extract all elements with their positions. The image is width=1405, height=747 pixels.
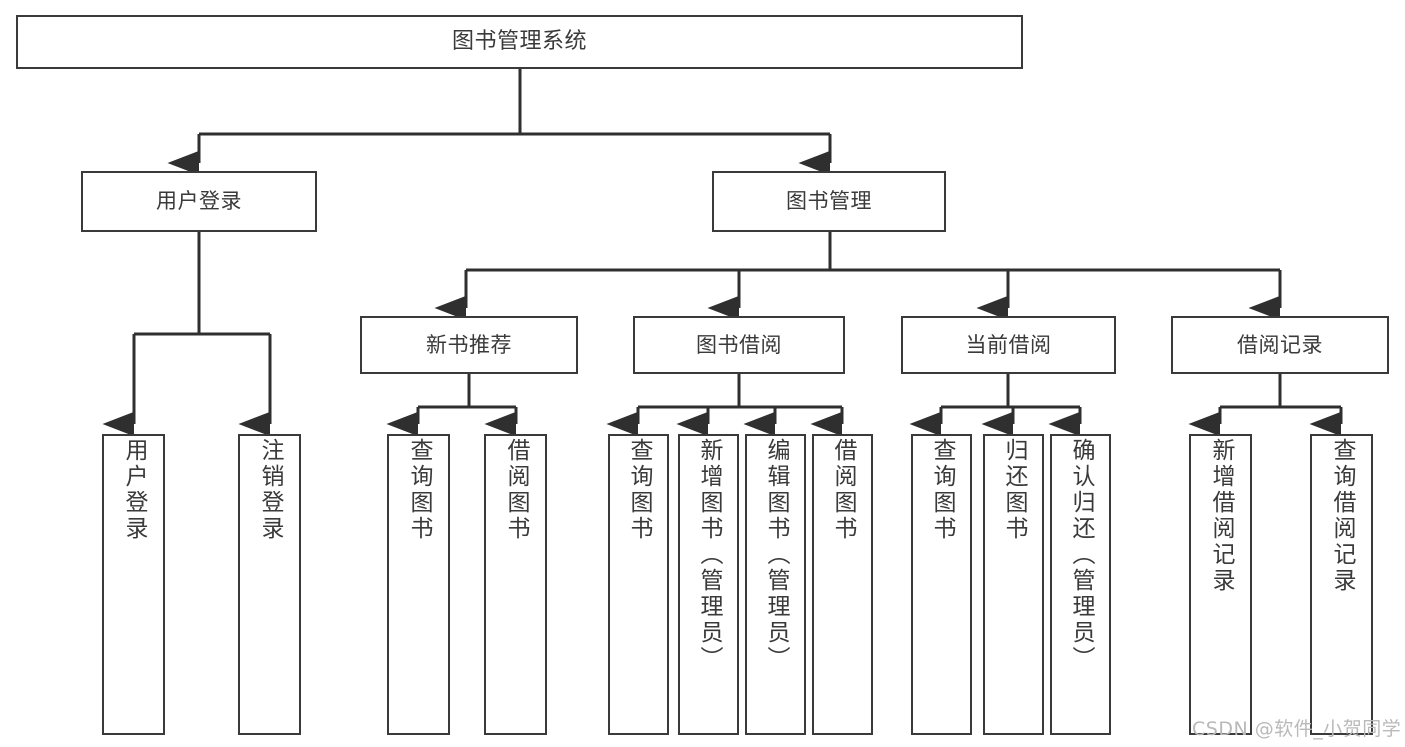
- node-level2-user-login[interactable]: 用户登录: [81, 171, 317, 232]
- node-label: 图书管理: [786, 189, 872, 214]
- node-label: 借阅图书: [503, 438, 529, 542]
- node-label: 新书推荐: [426, 332, 512, 357]
- node-leaf-add-book-admin[interactable]: 新增图书（管理员）: [678, 434, 739, 735]
- node-label: 图书管理系统: [451, 29, 587, 55]
- node-label: 用户登录: [121, 438, 147, 542]
- node-label: 查询图书: [929, 438, 955, 542]
- node-label: 当前借阅: [965, 332, 1052, 357]
- node-label: 查询图书: [626, 438, 652, 542]
- node-leaf-return-books[interactable]: 归还图书: [983, 434, 1044, 735]
- node-leaf-query-books-current[interactable]: 查询图书: [911, 434, 972, 735]
- node-label: 归还图书: [1001, 438, 1027, 542]
- node-label: 用户登录: [156, 189, 242, 214]
- node-label: 图书借阅: [696, 332, 782, 357]
- node-leaf-borrow-books-rec[interactable]: 借阅图书: [484, 434, 547, 735]
- node-label: 查询图书: [406, 438, 432, 542]
- node-leaf-confirm-return-admin[interactable]: 确认归还（管理员）: [1050, 434, 1111, 735]
- node-root[interactable]: 图书管理系统: [16, 15, 1023, 69]
- node-label: 确认归还（管理员）: [1068, 438, 1094, 672]
- node-leaf-borrow-books[interactable]: 借阅图书: [812, 434, 873, 735]
- node-label: 新增图书（管理员）: [696, 438, 722, 672]
- node-leaf-query-books-rec[interactable]: 查询图书: [387, 434, 450, 735]
- node-label: 查询借阅记录: [1329, 438, 1355, 594]
- csdn-watermark: CSDN @软件_小贺同学: [1192, 718, 1402, 740]
- node-leaf-query-books-borrow[interactable]: 查询图书: [608, 434, 669, 735]
- node-label: 注销登录: [257, 438, 283, 542]
- node-leaf-user-login[interactable]: 用户登录: [102, 434, 165, 735]
- node-label: 编辑图书（管理员）: [763, 438, 789, 672]
- node-label: 借阅记录: [1237, 332, 1323, 357]
- node-level3-borrow-records[interactable]: 借阅记录: [1171, 316, 1389, 374]
- node-leaf-edit-book-admin[interactable]: 编辑图书（管理员）: [745, 434, 806, 735]
- node-label: 借阅图书: [830, 438, 856, 542]
- node-level3-current-borrowing[interactable]: 当前借阅: [901, 316, 1116, 374]
- node-level3-new-book-recommendation[interactable]: 新书推荐: [360, 316, 578, 374]
- node-level3-book-borrowing[interactable]: 图书借阅: [633, 316, 845, 374]
- node-leaf-add-borrow-record[interactable]: 新增借阅记录: [1189, 434, 1252, 735]
- node-label: 新增借阅记录: [1208, 438, 1234, 594]
- node-level2-book-management[interactable]: 图书管理: [712, 171, 946, 232]
- node-leaf-query-borrow-record[interactable]: 查询借阅记录: [1310, 434, 1373, 735]
- node-leaf-logout[interactable]: 注销登录: [238, 434, 301, 735]
